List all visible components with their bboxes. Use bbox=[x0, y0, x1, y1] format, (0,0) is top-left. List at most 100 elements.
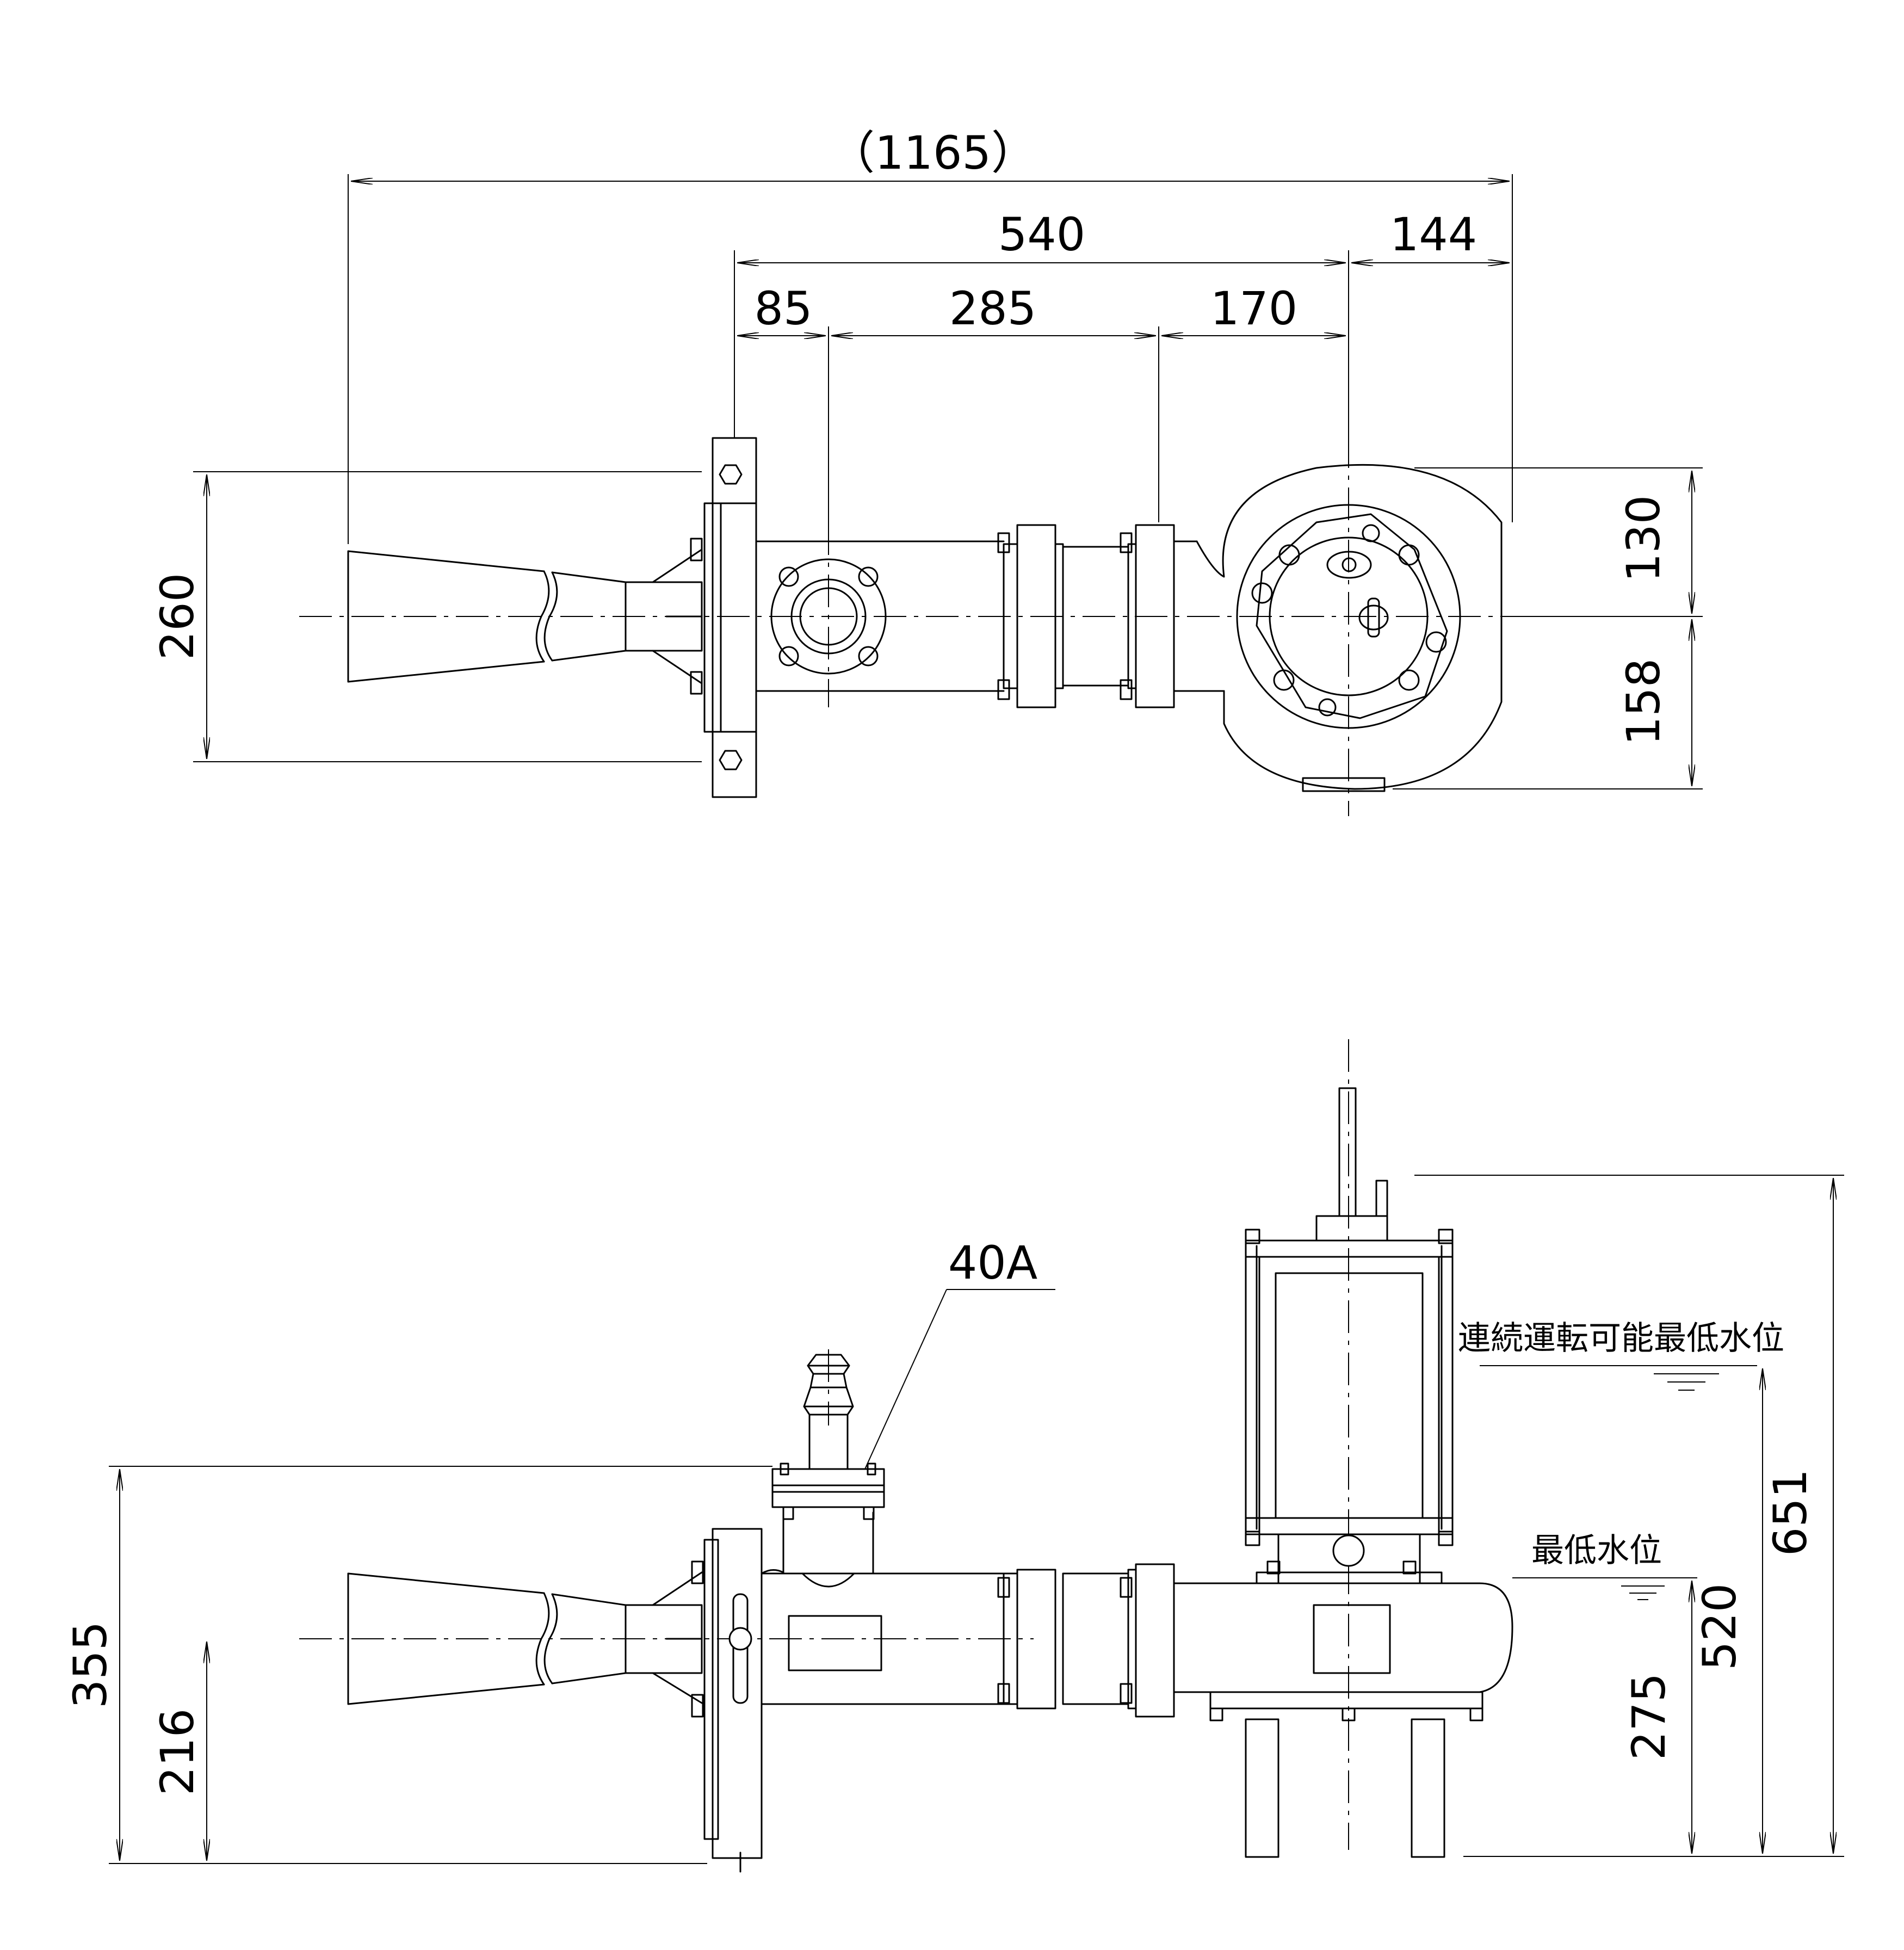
side-pump-leg-left bbox=[1245, 1718, 1279, 1858]
plan-coupling-bolt bbox=[1120, 532, 1133, 553]
plan-coupling-gasket-right bbox=[1127, 543, 1137, 689]
side-base-pivot bbox=[728, 1627, 752, 1651]
side-riser-pipe bbox=[782, 1511, 874, 1575]
plan-inlet-bolt bbox=[858, 566, 879, 587]
plan-pump-bolt bbox=[1251, 582, 1273, 604]
plan-pump-volute bbox=[1196, 464, 1503, 790]
plan-coupling-bolt bbox=[1120, 679, 1133, 700]
side-pump-leg-right bbox=[1411, 1718, 1445, 1858]
side-main-pipe-end bbox=[761, 1569, 784, 1575]
side-nozzle-break-left bbox=[535, 1592, 550, 1686]
plan-inlet-bolt bbox=[778, 566, 799, 587]
plan-base-bolt-top bbox=[690, 538, 703, 561]
plan-nozzle-break-left bbox=[535, 570, 550, 663]
dim-side-height-651: 651 bbox=[1764, 1469, 1817, 1556]
dim-span-144: 144 bbox=[1390, 208, 1477, 261]
side-motor-bolt bbox=[1245, 1229, 1260, 1244]
side-riser-nut bbox=[863, 1506, 875, 1520]
side-nameplate-right bbox=[1313, 1604, 1391, 1674]
pipe-size-label: 40A bbox=[948, 1236, 1037, 1289]
plan-inlet-flange bbox=[770, 558, 887, 675]
plan-pump-casing-ring bbox=[1236, 504, 1461, 729]
side-base-plate bbox=[712, 1528, 763, 1859]
side-nozzle-brace bbox=[652, 1571, 703, 1704]
plan-pump-bolt bbox=[1273, 669, 1295, 691]
side-base-slot bbox=[732, 1593, 749, 1704]
side-pump-foot-bolt bbox=[1469, 1707, 1483, 1721]
side-pump-neck-plate bbox=[1256, 1571, 1443, 1584]
side-nozzle-cone bbox=[347, 1572, 545, 1705]
plan-pump-bolt bbox=[1398, 544, 1420, 566]
dim-span-285: 285 bbox=[949, 282, 1036, 335]
plan-nozzle-break-right bbox=[543, 571, 558, 662]
plan-pump-motor-body bbox=[1269, 536, 1429, 696]
plan-base-nut-top bbox=[719, 464, 743, 485]
dim-span-85: 85 bbox=[755, 282, 813, 335]
side-nozzle-break-right bbox=[543, 1593, 558, 1684]
side-pump-discharge-port bbox=[1332, 1534, 1365, 1567]
plan-coupling-ring-left bbox=[1003, 543, 1018, 689]
plan-pump-bolt bbox=[1362, 524, 1380, 542]
side-coupling-ring-left bbox=[1003, 1572, 1018, 1705]
plan-pump-bolt bbox=[1278, 544, 1300, 566]
side-riser-bolt bbox=[867, 1462, 876, 1476]
side-coupling-flange-left bbox=[1016, 1569, 1056, 1710]
side-coupling-bolt bbox=[997, 1683, 1010, 1704]
side-base-bolt bbox=[691, 1694, 704, 1718]
plan-main-pipe bbox=[755, 540, 1005, 692]
side-motor-bolt bbox=[1438, 1229, 1454, 1244]
side-motor-cap bbox=[1315, 1215, 1388, 1242]
side-base-bolt bbox=[691, 1560, 704, 1584]
water-level-min-label: 最低水位 bbox=[1531, 1532, 1662, 1570]
dim-plan-height-158: 158 bbox=[1617, 658, 1670, 745]
side-motor-bolt bbox=[1438, 1531, 1454, 1546]
dim-side-height-275: 275 bbox=[1622, 1673, 1676, 1760]
dim-side-height-520: 520 bbox=[1693, 1583, 1746, 1670]
side-pump-neck-bolt bbox=[1402, 1560, 1417, 1575]
side-base-flange bbox=[703, 1539, 719, 1840]
plan-view: （1165） 540 144 85 285 170 260 130 158 bbox=[151, 126, 1703, 816]
side-coupling-spool bbox=[1062, 1572, 1129, 1705]
dim-span-540: 540 bbox=[998, 208, 1085, 261]
side-pump-neck-bolt bbox=[1266, 1560, 1281, 1575]
plan-pump-foot-tab bbox=[1302, 777, 1386, 792]
plan-pump-bolt bbox=[1398, 669, 1420, 691]
plan-inlet-bore-inner bbox=[799, 587, 858, 646]
plan-inlet-bore-outer bbox=[790, 578, 867, 655]
side-motor-bolt bbox=[1245, 1531, 1260, 1546]
plan-pump-handle-base bbox=[1358, 604, 1389, 631]
plan-inlet-bolt bbox=[778, 646, 799, 667]
dim-side-height-216: 216 bbox=[151, 1708, 204, 1795]
side-riser-bolt bbox=[780, 1462, 789, 1476]
plan-base-nut-bottom bbox=[719, 750, 743, 770]
water-level-continuous-label: 連続運転可能最低水位 bbox=[1458, 1319, 1784, 1357]
dim-overall-length: （1165） bbox=[829, 126, 1037, 180]
side-pump-foot-bolt bbox=[1342, 1707, 1356, 1721]
side-riser-weld bbox=[801, 1572, 855, 1588]
side-pump-foot-bolt bbox=[1209, 1707, 1223, 1721]
side-motor-handle bbox=[1375, 1180, 1388, 1217]
dim-plan-height-130: 130 bbox=[1617, 495, 1670, 582]
plan-pump-handle bbox=[1367, 597, 1380, 638]
side-cable-gland bbox=[1338, 1087, 1357, 1217]
plan-coupling-bolt bbox=[997, 679, 1010, 700]
side-motor-bottom-plate bbox=[1245, 1517, 1454, 1535]
plan-base-plate bbox=[712, 437, 757, 798]
leader-40a bbox=[864, 1289, 947, 1470]
side-hose-barb-neck bbox=[808, 1414, 849, 1470]
side-pump-base-plate bbox=[1209, 1691, 1483, 1710]
side-nameplate-left bbox=[788, 1615, 882, 1671]
plan-pump-bolt bbox=[1425, 631, 1447, 653]
plan-nozzle-cone bbox=[347, 550, 545, 683]
plan-coupling-flange-right bbox=[1135, 524, 1175, 708]
plan-pump-cable-gland bbox=[1326, 551, 1372, 579]
side-coupling-bolt bbox=[997, 1577, 1010, 1598]
side-coupling-bolt bbox=[1120, 1577, 1133, 1598]
plan-pump-bolt bbox=[1318, 698, 1337, 717]
plan-nozzle-brace bbox=[652, 548, 703, 684]
plan-pump-cable-hole bbox=[1342, 557, 1357, 572]
plan-base-bolt-bottom bbox=[690, 671, 703, 695]
side-view: 40A 連続運転可能最低水位 最低水位 651 520 275 355 216 bbox=[64, 1039, 1844, 1873]
dim-span-170: 170 bbox=[1210, 282, 1297, 335]
